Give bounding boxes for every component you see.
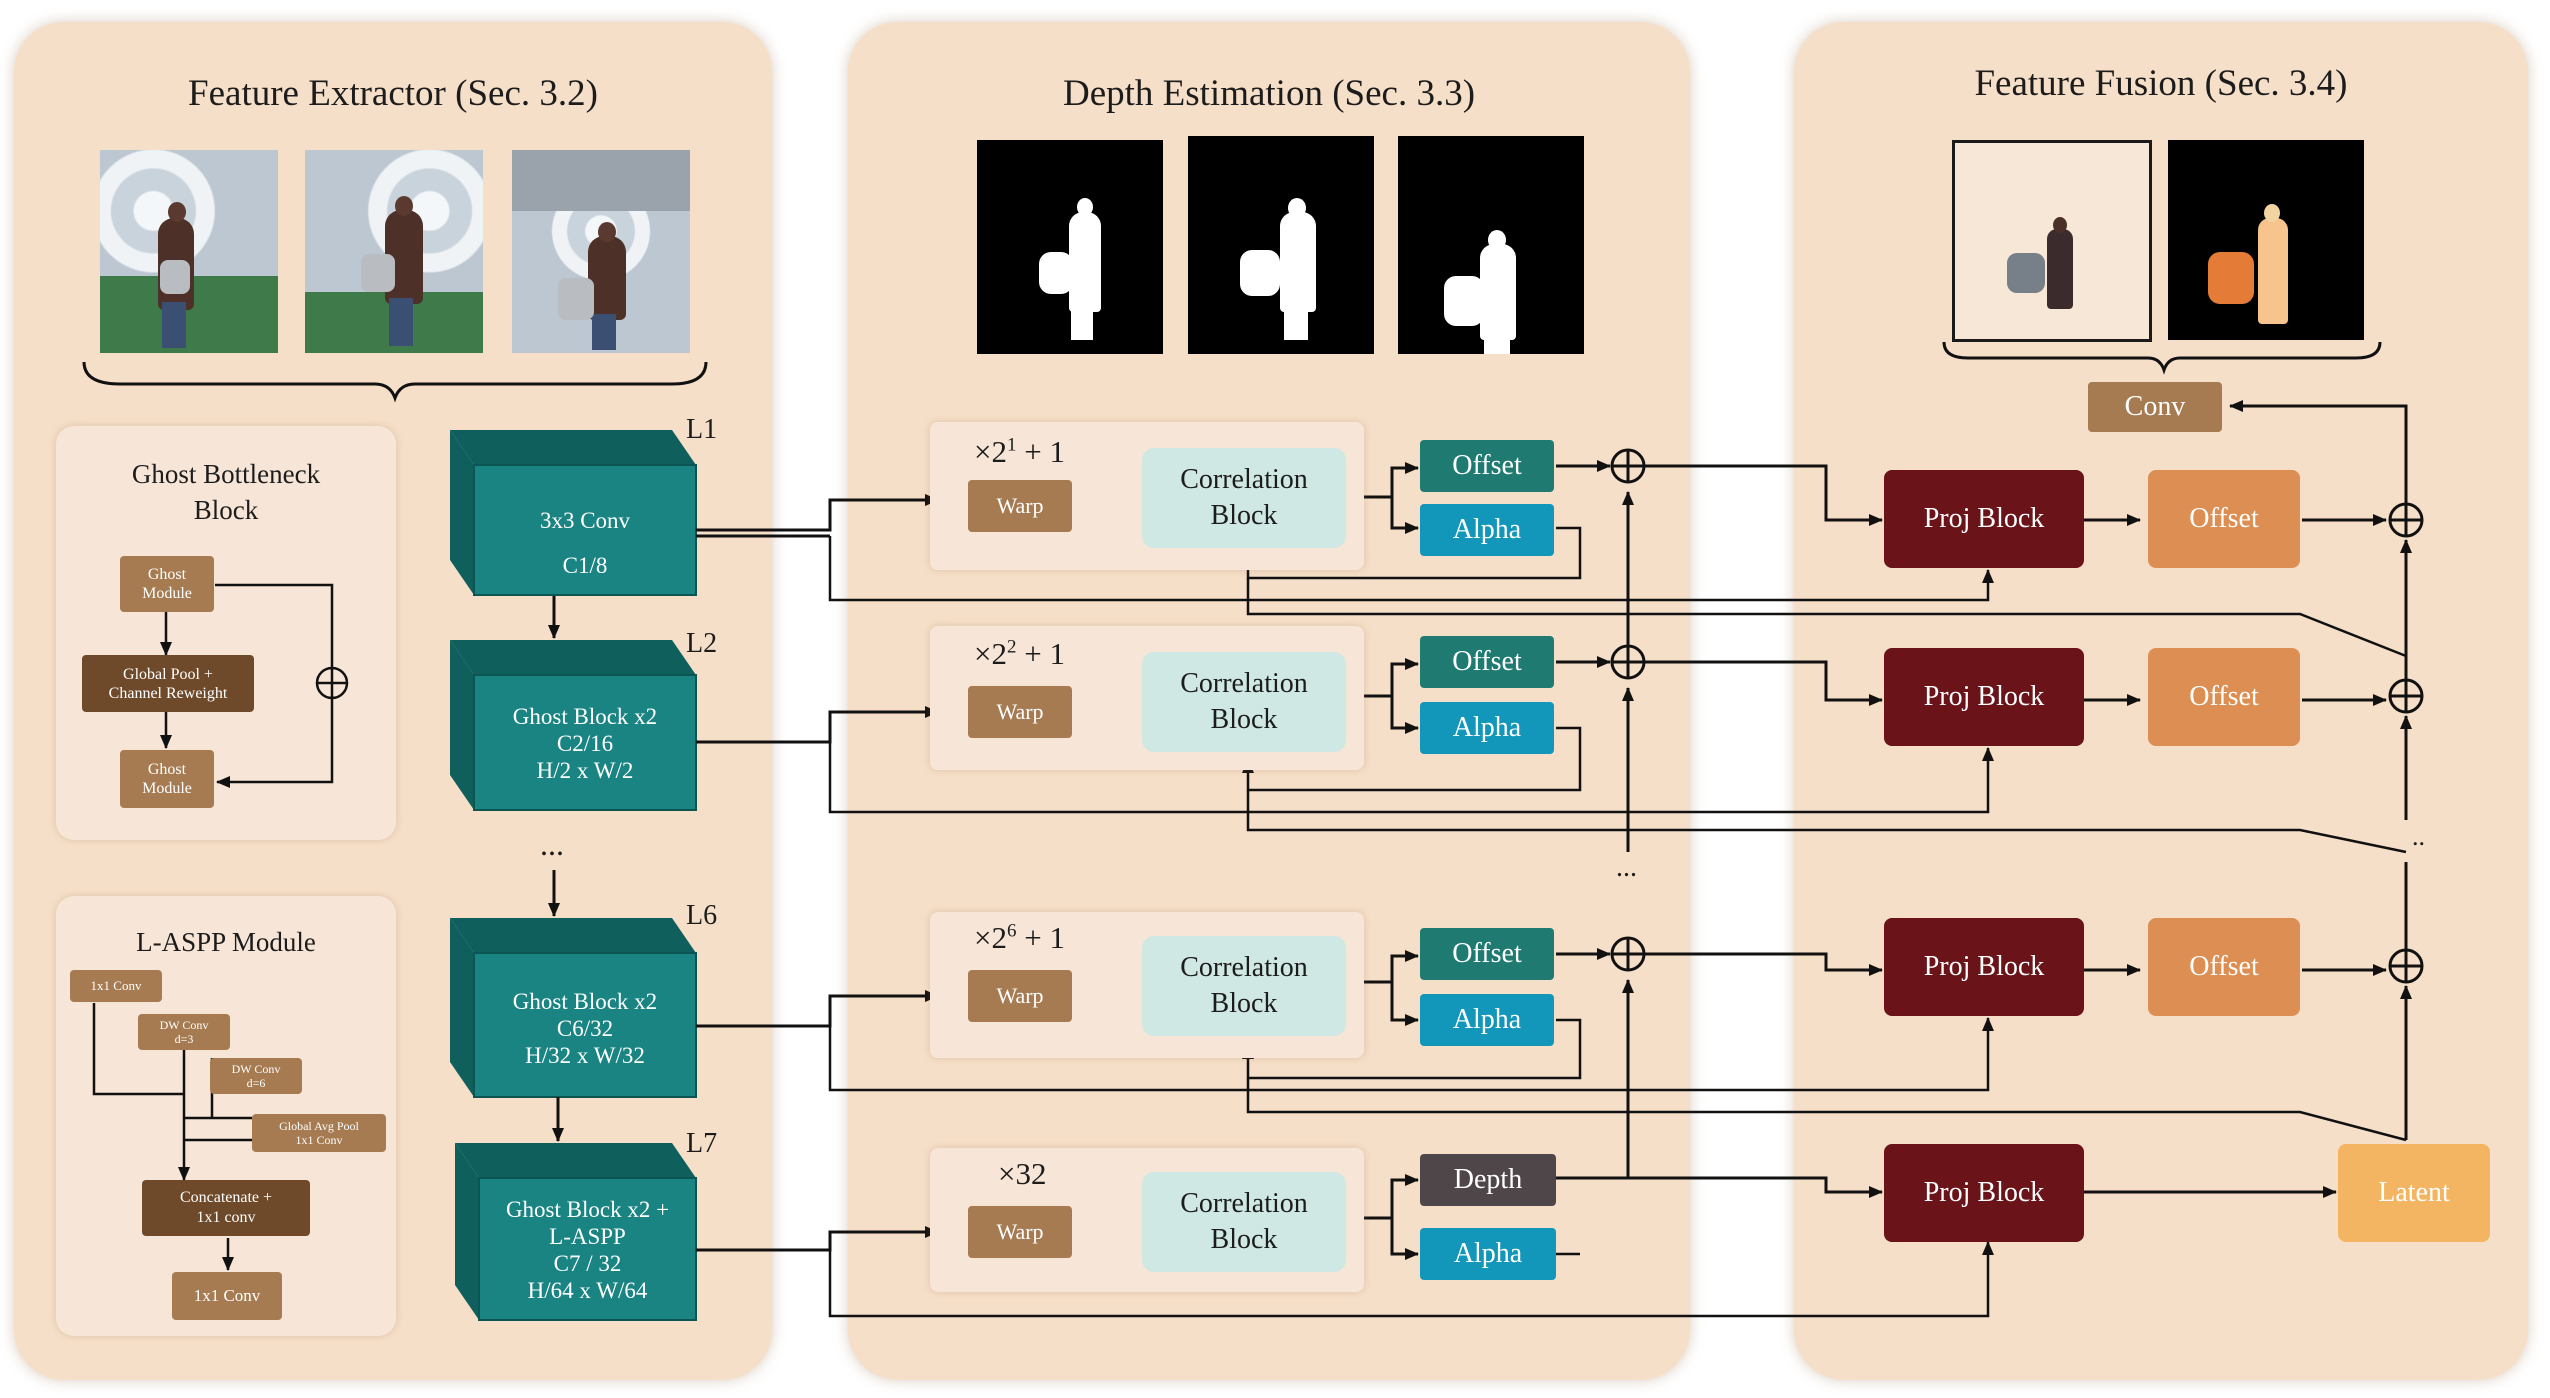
latent-box: Latent <box>2338 1144 2490 1242</box>
level-l1-block <box>450 430 697 596</box>
mask-view-3-image <box>1398 136 1584 354</box>
rendered-depth-image <box>2168 140 2364 340</box>
proj-block-1: Proj Block <box>1884 470 2084 568</box>
feature-fusion-title: Feature Fusion (Sec. 3.4) <box>1974 63 2348 104</box>
rendered-rgb-image <box>1952 140 2152 342</box>
fusion-brace <box>1942 341 2382 375</box>
fusion-offset-3: Offset <box>2148 918 2300 1016</box>
level-l1-tag: L1 <box>686 414 718 445</box>
mask-view-2-image <box>1188 136 1374 354</box>
depth-sum-column <box>1556 448 1646 1180</box>
ghost-bottleneck-panel <box>56 426 396 840</box>
laspp-title: L-ASPP Module <box>136 927 316 957</box>
depth-row-2-warp: Warp <box>968 686 1072 738</box>
depth-estimation-title: Depth Estimation (Sec. 3.3) <box>1062 73 1476 114</box>
level-l1-label: 3x3 Conv C1/8 <box>539 508 631 578</box>
proj-block-2: Proj Block <box>1884 648 2084 746</box>
fusion-offset-2: Offset <box>2148 648 2300 746</box>
level-l7-tag: L7 <box>686 1128 718 1159</box>
depth-row-3-alpha: Alpha <box>1420 994 1554 1046</box>
fusion-ellipsis: .. <box>2412 822 2425 851</box>
level-l6-label: Ghost Block x2 C6/32 H/32 x W/32 <box>512 989 658 1068</box>
fusion-offset-1: Offset <box>2148 470 2300 568</box>
backbone-ellipsis: ... <box>540 826 564 862</box>
level-l2-label: Ghost Block x2 C2/16 H/2 x W/2 <box>512 704 658 783</box>
depth-row-4-alpha: Alpha <box>1420 1228 1556 1280</box>
depth-row-1-offset: Offset <box>1420 440 1554 492</box>
depth-ellipsis: ... <box>1616 852 1637 883</box>
level-l7-label: Ghost Block x2 + L-ASPP C7 / 32 H/64 x W… <box>505 1197 670 1303</box>
camera-view-3-image <box>512 150 690 353</box>
depth-row-3-warp: Warp <box>968 970 1072 1022</box>
depth-row-2-multiplier: ×22 + 1 <box>974 636 1065 671</box>
depth-row-1-multiplier: ×21 + 1 <box>974 434 1065 469</box>
level-l6-block <box>450 918 697 1098</box>
laspp-concat-box: Concatenate +1x1 conv <box>142 1180 310 1236</box>
extractor-brace <box>82 361 708 403</box>
laspp-1x1conv-box: 1x1 Conv <box>70 970 162 1002</box>
depth-row-2-offset: Offset <box>1420 636 1554 688</box>
depth-row-1-warp: Warp <box>968 480 1072 532</box>
level-l7-block <box>455 1143 697 1321</box>
feature-extractor-title: Feature Extractor (Sec. 3.2) <box>188 73 598 114</box>
depth-row-4-multiplier: ×32 <box>998 1156 1047 1191</box>
depth-row-3-multiplier: ×26 + 1 <box>974 920 1065 955</box>
level-l6-tag: L6 <box>686 900 718 931</box>
depth-row-2-alpha: Alpha <box>1420 702 1554 754</box>
mask-view-1-image <box>977 140 1163 354</box>
depth-row-4-warp: Warp <box>968 1206 1072 1258</box>
ghost-bottleneck-title: Ghost Bottleneck Block <box>131 459 321 525</box>
fusion-conv-box: Conv <box>2088 382 2222 432</box>
camera-view-1-image <box>100 150 278 353</box>
level-l2-block <box>450 640 697 811</box>
laspp-output-conv-box: 1x1 Conv <box>172 1272 282 1320</box>
depth-row-4-depth: Depth <box>1420 1154 1556 1206</box>
depth-row-1-alpha: Alpha <box>1420 504 1554 556</box>
global-pool-box: Global Pool +Channel Reweight <box>82 655 254 712</box>
level-l2-tag: L2 <box>686 628 718 659</box>
proj-block-4: Proj Block <box>1884 1144 2084 1242</box>
depth-row-3-offset: Offset <box>1420 928 1554 980</box>
camera-view-2-image <box>305 150 483 353</box>
proj-block-3: Proj Block <box>1884 918 2084 1016</box>
